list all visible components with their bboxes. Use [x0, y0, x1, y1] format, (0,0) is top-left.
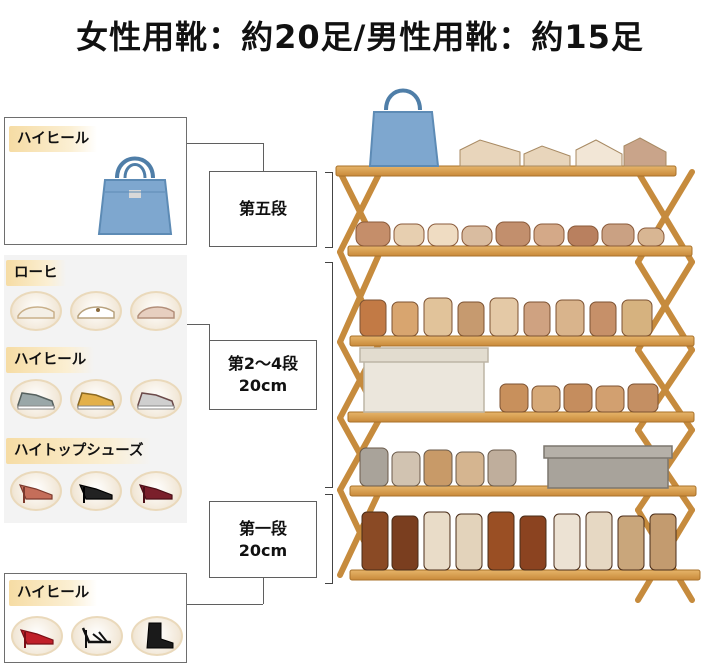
high-heel-icon	[10, 471, 62, 511]
rack-shoes-row-2	[355, 221, 665, 247]
panel-middle: ローヒ ハイヒール ハイトップシューズ	[4, 255, 187, 523]
rack-storage-box-1	[359, 347, 489, 413]
high-heel-icon	[70, 471, 122, 511]
rack-shoes-top	[459, 137, 667, 167]
panel-top-tag: ハイヒール	[9, 126, 98, 152]
thumb-row-bottom	[11, 616, 183, 656]
label-fifth-text: 第五段	[238, 199, 287, 218]
rack-shoes-row-4	[499, 383, 659, 413]
flat-shoe-icon	[10, 291, 62, 331]
label-first-tier: 第一段 20cm	[209, 501, 317, 578]
bracket-fifth	[325, 172, 333, 248]
rack-shoes-row-3	[359, 297, 653, 337]
label-first-height: 20cm	[238, 540, 288, 560]
thumb-row-1	[10, 291, 182, 331]
high-heel-icon	[11, 616, 63, 656]
sneaker-icon	[130, 379, 182, 419]
panel-top: ハイヒール	[4, 117, 187, 245]
thumb-row-2	[10, 379, 182, 419]
flat-shoe-icon	[70, 291, 122, 331]
bracket-first	[325, 494, 333, 584]
boot-icon	[131, 616, 183, 656]
bracket-middle	[325, 262, 333, 488]
rack-handbag	[368, 88, 440, 167]
connector-top	[187, 143, 263, 144]
rack-shelves	[335, 165, 701, 581]
strappy-heel-icon	[71, 616, 123, 656]
handbag-icon	[97, 156, 173, 235]
flat-shoe-icon	[130, 291, 182, 331]
shoe-rack-illustration	[335, 88, 701, 603]
panel-bottom-tag: ハイヒール	[9, 580, 98, 606]
sneaker-icon	[10, 379, 62, 419]
connector-middle-vertical	[209, 324, 210, 340]
label-middle-tiers: 第2〜4段 20cm	[209, 340, 317, 410]
connector-bottom-vertical	[263, 578, 264, 604]
thumb-row-3	[10, 471, 182, 511]
panel-middle-tag-2: ハイヒール	[6, 347, 95, 373]
page-title: 女性用靴：約20足/男性用靴：約15足	[76, 18, 644, 56]
rack-storage-box-2	[543, 445, 673, 489]
sneaker-icon	[70, 379, 122, 419]
rack-shoes-row-5	[359, 447, 517, 487]
label-middle-height: 20cm	[238, 376, 288, 395]
panel-bottom: ハイヒール	[4, 573, 187, 663]
label-middle-text: 第2〜4段	[227, 354, 299, 373]
label-first-text: 第一段	[238, 518, 287, 538]
panel-middle-tag-1: ローヒ	[6, 260, 66, 286]
connector-middle	[187, 324, 209, 325]
connector-top-vertical	[263, 143, 264, 171]
connector-bottom	[187, 604, 263, 605]
high-heel-icon	[130, 471, 182, 511]
label-fifth-tier: 第五段	[209, 171, 317, 247]
rack-boots-row	[361, 511, 677, 571]
panel-middle-tag-3: ハイトップシューズ	[6, 438, 152, 464]
